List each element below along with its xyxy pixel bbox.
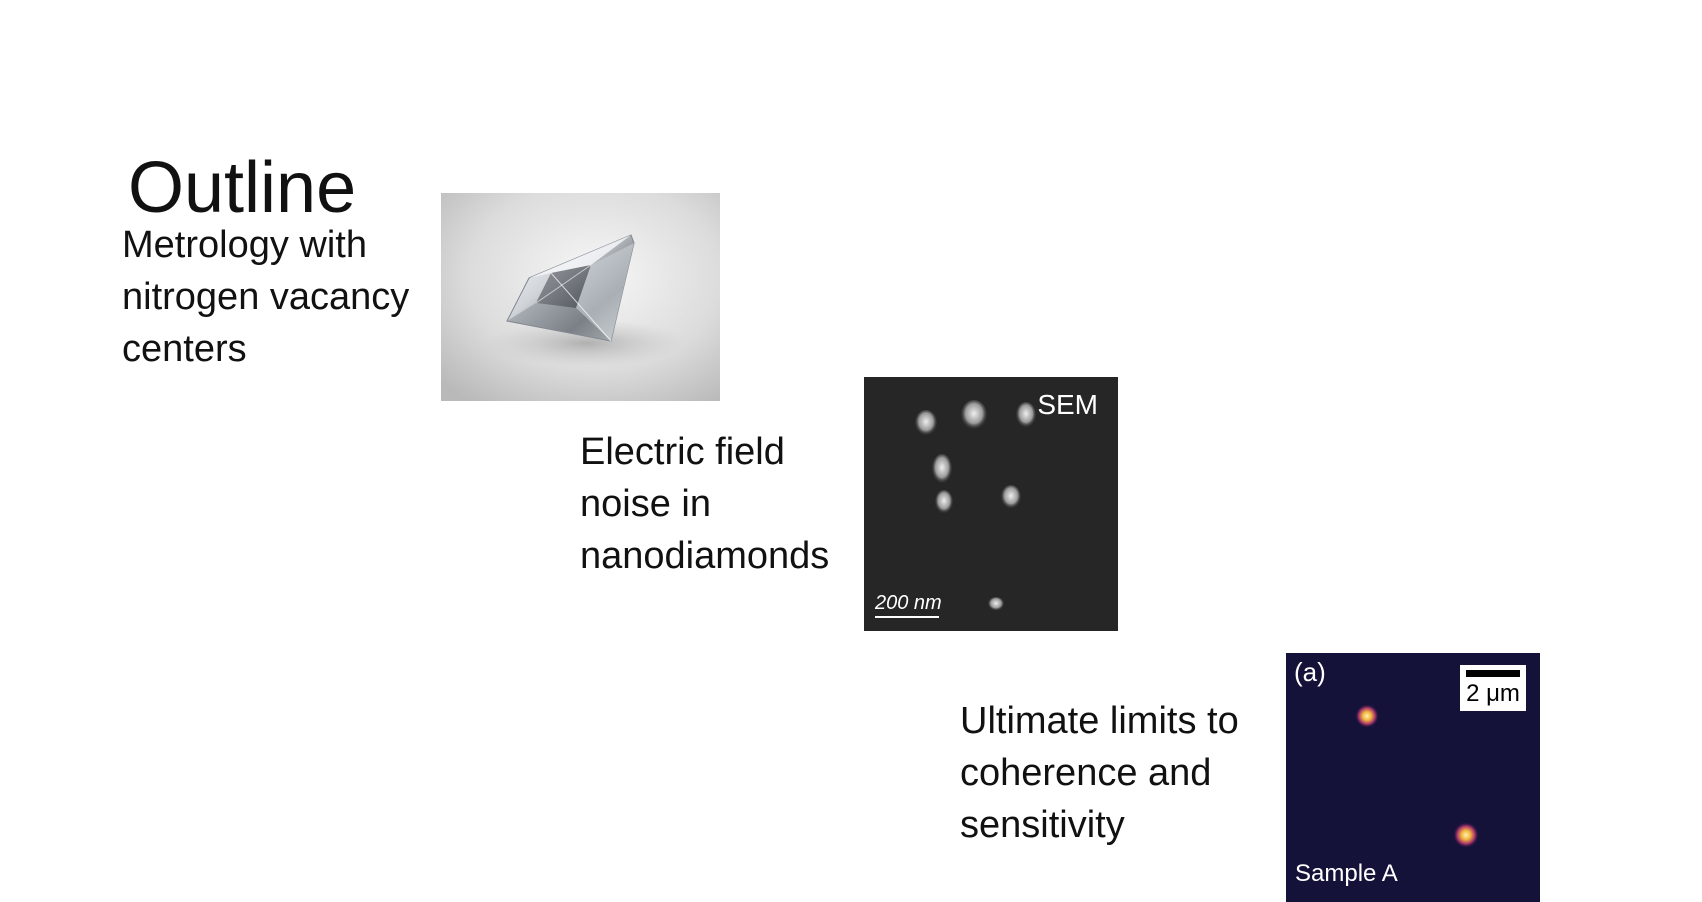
panel-letter: (a) — [1294, 657, 1326, 687]
outline-item-line: Ultimate limits to — [960, 700, 1239, 742]
outline-item-line: sensitivity — [960, 804, 1125, 846]
diamond-photo — [441, 193, 720, 401]
outline-item-coherence: Ultimate limits to coherence and sensiti… — [960, 695, 1239, 851]
outline-item-line: Electric field — [580, 431, 785, 473]
sem-micrograph: SEM 200 nm — [864, 377, 1118, 631]
sem-label: SEM — [1037, 389, 1098, 420]
confocal-scan: (a) 2 μm Sample A — [1286, 653, 1540, 902]
scale-bar — [875, 616, 939, 618]
scale-bar-box: 2 μm — [1460, 665, 1526, 711]
outline-item-line: nanodiamonds — [580, 535, 830, 577]
outline-item-line: centers — [122, 328, 247, 370]
outline-item-line: Metrology with — [122, 224, 367, 266]
outline-item-electric-field: Electric field noise in nanodiamonds — [580, 426, 829, 582]
scale-bar-label: 2 μm — [1466, 680, 1520, 707]
outline-item-line: coherence and — [960, 752, 1212, 794]
sem-image — [864, 377, 1118, 631]
scale-bar-label: 200 nm — [875, 592, 942, 614]
outline-item-line: nitrogen vacancy — [122, 276, 410, 318]
sample-label: Sample A — [1295, 860, 1398, 887]
outline-item-metrology: Metrology with nitrogen vacancy centers — [122, 219, 409, 375]
outline-item-line: noise in — [580, 483, 711, 525]
scale-bar — [1466, 670, 1520, 677]
diamond-image — [441, 193, 720, 401]
slide-title: Outline — [128, 148, 357, 229]
